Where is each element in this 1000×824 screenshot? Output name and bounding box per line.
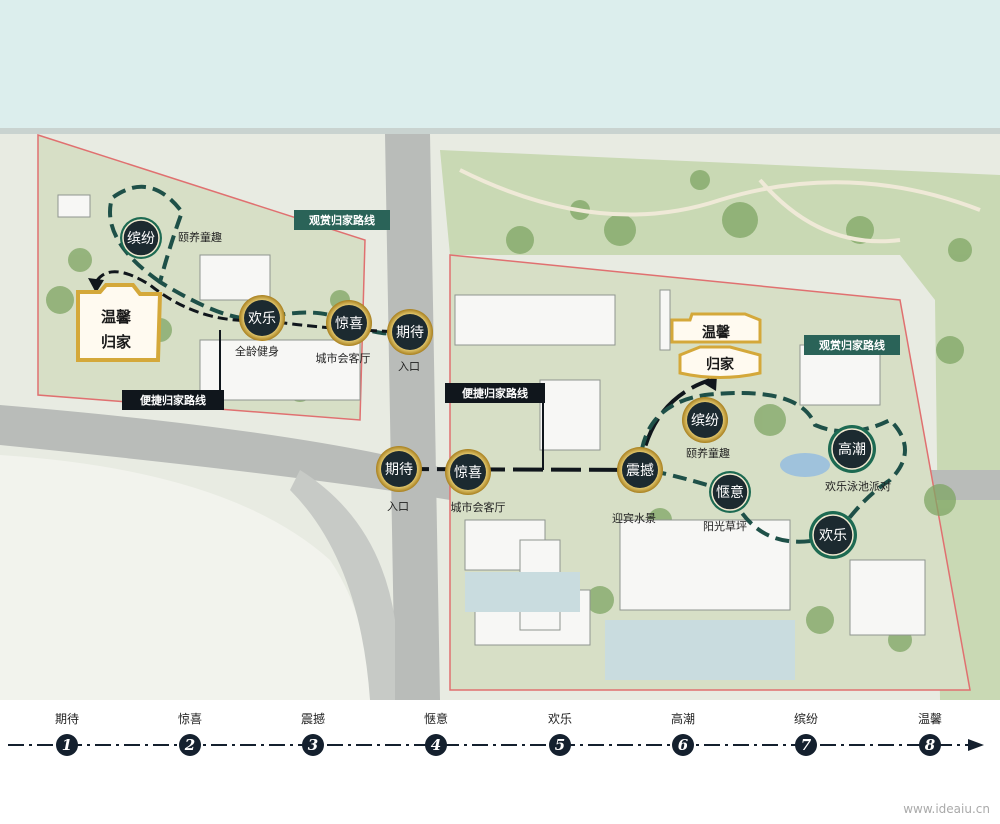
- timeline-step-number: 7: [795, 734, 817, 756]
- node-left-qidai-label: 期待: [396, 325, 424, 341]
- timeline-step-name: 惊喜: [177, 712, 202, 726]
- timeline-step-number: 5: [549, 734, 571, 756]
- node-right-qidai: 期待: [376, 446, 422, 492]
- node-right-qieyi: 惬意: [709, 471, 751, 513]
- callout-scenic-left-text: 观赏归家路线: [309, 213, 375, 227]
- callout-scenic-right-text: 观赏归家路线: [819, 338, 885, 352]
- node-right-qieyi-caption: 阳光草坪: [703, 519, 747, 533]
- node-left-jingxi-caption: 城市会客厅: [316, 351, 371, 365]
- timeline-step-name: 欢乐: [547, 712, 572, 726]
- timeline-step-number: 2: [179, 734, 201, 756]
- timeline-axis: [8, 739, 984, 751]
- node-right-huanle: 欢乐: [809, 511, 857, 559]
- node-right-qieyi-label: 惬意: [716, 484, 744, 501]
- timeline-step-name: 温馨: [917, 712, 942, 726]
- timeline-step-name: 期待: [54, 712, 79, 726]
- node-left-qidai-caption: 入口: [398, 360, 420, 373]
- river: [0, 0, 1000, 130]
- node-left-huanle-caption: 全龄健身: [235, 344, 279, 358]
- timeline-step-number: 3: [302, 734, 324, 756]
- road-curve: [290, 470, 395, 700]
- buildings: [57, 194, 926, 646]
- timeline-step-number: 1: [56, 734, 78, 756]
- node-left-qidai: 期待: [387, 309, 433, 355]
- node-right-binfen: 缤纷: [682, 397, 728, 443]
- node-right-zhenhan-caption: 迎宾水景: [612, 511, 656, 525]
- park-paths: [459, 168, 981, 244]
- node-right-jingxi-caption: 城市会客厅: [451, 500, 506, 514]
- node-right-binfen-label: 缤纷: [691, 413, 719, 429]
- route-arrow-left: [88, 278, 104, 293]
- route-timeline: 期待 1 惊喜 2 震撼 3 惬意 4 欢乐 5 高潮 6 缤纷 7 温馨 8: [0, 700, 1000, 824]
- node-right-qidai-caption: 入口: [387, 500, 409, 513]
- home-right-line2: 归家: [706, 356, 735, 373]
- lower-left-lawn: [0, 455, 370, 700]
- node-right-gaochao-label: 高潮: [838, 441, 866, 458]
- node-right-jingxi-label: 惊喜: [454, 465, 482, 481]
- node-right-gaochao: 高潮: [828, 425, 876, 473]
- main-road-vertical: [385, 134, 440, 700]
- home-left-line1: 温馨: [101, 308, 132, 326]
- node-right-binfen-caption: 颐养童趣: [686, 446, 730, 460]
- timeline-step-name: 震撼: [300, 712, 325, 726]
- node-right-huanle-label: 欢乐: [819, 528, 847, 544]
- timeline-step-number: 8: [919, 734, 941, 756]
- callout-quick-right-text: 便捷归家路线: [462, 386, 528, 400]
- node-left-binfen-caption: 颐养童趣: [178, 230, 222, 244]
- callout-quick-left: 便捷归家路线: [122, 390, 224, 410]
- home-left: 温馨 归家: [76, 283, 163, 362]
- node-right-zhenhan: 震撼: [617, 447, 663, 493]
- node-left-binfen-label: 缤纷: [127, 231, 155, 247]
- watermark: www.ideaiu.cn: [903, 802, 990, 816]
- river-bank: [0, 128, 1000, 134]
- timeline-step-name: 缤纷: [793, 712, 818, 726]
- home-left-line2: 归家: [101, 333, 131, 351]
- node-left-huanle: 欢乐: [239, 295, 285, 341]
- callout-scenic-left: 观赏归家路线: [294, 210, 390, 230]
- node-left-jingxi-label: 惊喜: [335, 316, 363, 332]
- node-right-gaochao-caption: 欢乐泳池派对: [825, 479, 891, 493]
- callout-quick-right: 便捷归家路线: [445, 383, 545, 403]
- node-right-zhenhan-label: 震撼: [626, 463, 654, 479]
- timeline-step-name: 惬意: [423, 712, 448, 726]
- node-right-qidai-label: 期待: [385, 462, 413, 478]
- route-arrow-right: [703, 375, 717, 391]
- timeline-step-number: 6: [672, 734, 694, 756]
- timeline-step-name: 高潮: [670, 712, 695, 726]
- ponds: [465, 453, 830, 680]
- callout-scenic-right: 观赏归家路线: [804, 335, 900, 355]
- callout-quick-left-text: 便捷归家路线: [140, 393, 206, 407]
- node-right-jingxi: 惊喜: [445, 449, 491, 495]
- home-right: 温馨 归家: [670, 312, 762, 379]
- home-right-line1: 温馨: [702, 324, 731, 341]
- timeline-arrow-icon: [968, 739, 984, 751]
- node-left-binfen: 缤纷: [120, 217, 162, 259]
- timeline-step-number: 4: [425, 734, 447, 756]
- node-left-huanle-label: 欢乐: [248, 311, 276, 327]
- node-left-jingxi: 惊喜: [326, 300, 372, 346]
